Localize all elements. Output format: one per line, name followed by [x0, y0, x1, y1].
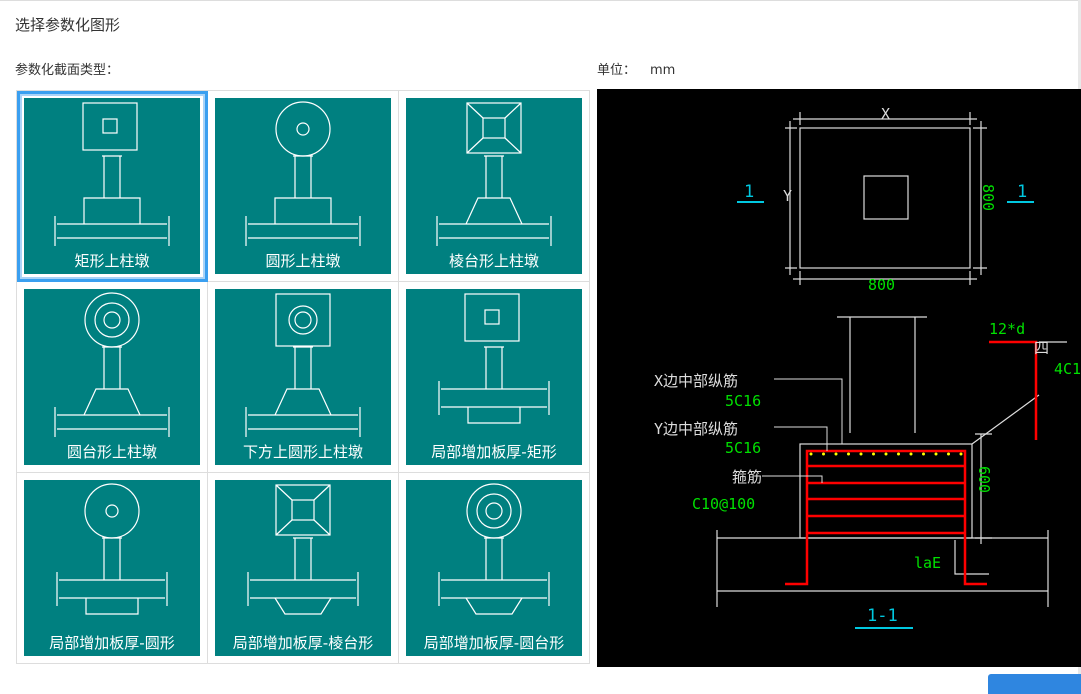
stirrup-label: 箍筋	[732, 468, 762, 486]
frustum-pier-icon	[436, 102, 552, 246]
shape-label: 矩形上柱墩	[74, 252, 150, 270]
shape-label: 圆台形上柱墩	[66, 443, 157, 461]
rect-pier-icon	[54, 102, 170, 246]
thick-rect-pier-icon	[438, 293, 550, 424]
hook-label: 12*d	[989, 320, 1025, 338]
rebar-dot	[834, 452, 838, 456]
shape-thumbnail: 圆台形上柱墩	[24, 289, 200, 465]
anchor-label: laE	[914, 554, 941, 572]
shape-label: 局部增加板厚-矩形	[431, 443, 557, 461]
stirrup: C10@100	[692, 495, 755, 513]
dim-x: X	[881, 105, 890, 123]
corner-label: 四	[1034, 339, 1049, 357]
unit-caption: 单位：	[597, 63, 637, 78]
unit-label: 单位： mm	[597, 59, 675, 78]
rebar-dot	[847, 452, 850, 456]
rebar-dot	[822, 452, 825, 456]
x-rebar-label: X边中部纵筋	[654, 372, 738, 390]
y-rebar-label: Y边中部纵筋	[654, 420, 738, 438]
circle-pier-icon	[245, 101, 361, 246]
shape-label: 圆形上柱墩	[265, 252, 341, 270]
shape-thumbnail: 局部增加板厚-棱台形	[215, 480, 391, 656]
squarecircle-pier-icon	[245, 293, 361, 437]
top-border	[0, 0, 1081, 1]
plan-column	[863, 175, 909, 220]
shape-thumbnail: 局部增加板厚-圆台形	[406, 480, 582, 656]
shape-thumbnail: 下方上圆形上柱墩	[215, 289, 391, 465]
y-rebar: 5C16	[725, 439, 761, 457]
rebar-dot	[909, 452, 913, 456]
section-type-label: 参数化截面类型：	[15, 63, 120, 78]
section-column	[837, 316, 927, 433]
cad-preview: X Y X边中部纵筋 Y边中部纵筋 箍筋 四 800 800 5C16 5C16…	[597, 89, 1081, 667]
width-value: 800	[868, 276, 895, 294]
thick-frustum-pier-icon	[247, 484, 359, 615]
cone-pier-icon	[54, 292, 170, 437]
shape-grid: 矩形上柱墩 圆形上柱墩 棱台形上柱墩 圆台形上柱墩 下方上圆形上柱墩 局部增加板…	[16, 90, 590, 664]
height-value: 800	[979, 184, 997, 211]
rebar-dot	[947, 452, 950, 456]
shape-option-squarecircle[interactable]: 下方上圆形上柱墩	[208, 282, 399, 473]
shape-thumbnail: 局部增加板厚-圆形	[24, 480, 200, 656]
shape-option-frustum[interactable]: 棱台形上柱墩	[399, 91, 590, 282]
shape-thumbnail: 局部增加板厚-矩形	[406, 289, 582, 465]
rebar-dot	[922, 452, 925, 456]
shape-label: 下方上圆形上柱墩	[242, 443, 363, 461]
shape-option-thick-circle[interactable]: 局部增加板厚-圆形	[17, 473, 208, 664]
section-mark-left: 1	[744, 182, 754, 202]
shape-label: 局部增加板厚-棱台形	[232, 634, 374, 652]
shape-option-thick-frustum[interactable]: 局部增加板厚-棱台形	[208, 473, 399, 664]
section-title: 1-1	[867, 606, 898, 626]
shape-label: 局部增加板厚-圆台形	[423, 634, 565, 652]
rebar-dot	[859, 452, 863, 456]
x-rebar: 5C16	[725, 392, 761, 410]
rebar-dot	[809, 452, 813, 456]
rebar-dot	[934, 452, 938, 456]
section-mark-right: 1	[1017, 182, 1027, 202]
rebar-dot	[959, 452, 963, 456]
rebar-dot	[884, 452, 888, 456]
pedestal-outline	[799, 443, 973, 539]
shape-thumbnail: 棱台形上柱墩	[406, 98, 582, 274]
shape-option-cone[interactable]: 圆台形上柱墩	[17, 282, 208, 473]
shape-thumbnail: 圆形上柱墩	[215, 98, 391, 274]
shape-option-thick-cone[interactable]: 局部增加板厚-圆台形	[399, 473, 590, 664]
thick-circle-pier-icon	[56, 483, 168, 615]
rebar-dot	[872, 452, 875, 456]
shape-label: 棱台形上柱墩	[448, 252, 539, 270]
rebar	[785, 340, 1038, 586]
shape-option-circle[interactable]: 圆形上柱墩	[208, 91, 399, 282]
corner-rebar: 4C1	[1054, 360, 1081, 378]
thick-cone-pier-icon	[438, 483, 550, 615]
depth-value: 600	[975, 466, 993, 493]
shape-option-thick-rect[interactable]: 局部增加板厚-矩形	[399, 282, 590, 473]
ok-button[interactable]	[988, 674, 1081, 694]
dialog-title: 选择参数化图形	[15, 16, 121, 34]
shape-thumbnail: 矩形上柱墩	[24, 98, 200, 274]
shape-label: 局部增加板厚-圆形	[49, 634, 175, 652]
unit-value: mm	[650, 63, 676, 78]
rebar-dot	[897, 452, 900, 456]
dim-y: Y	[783, 187, 792, 205]
shape-option-rect[interactable]: 矩形上柱墩	[17, 91, 208, 282]
plan-outline	[799, 127, 971, 269]
